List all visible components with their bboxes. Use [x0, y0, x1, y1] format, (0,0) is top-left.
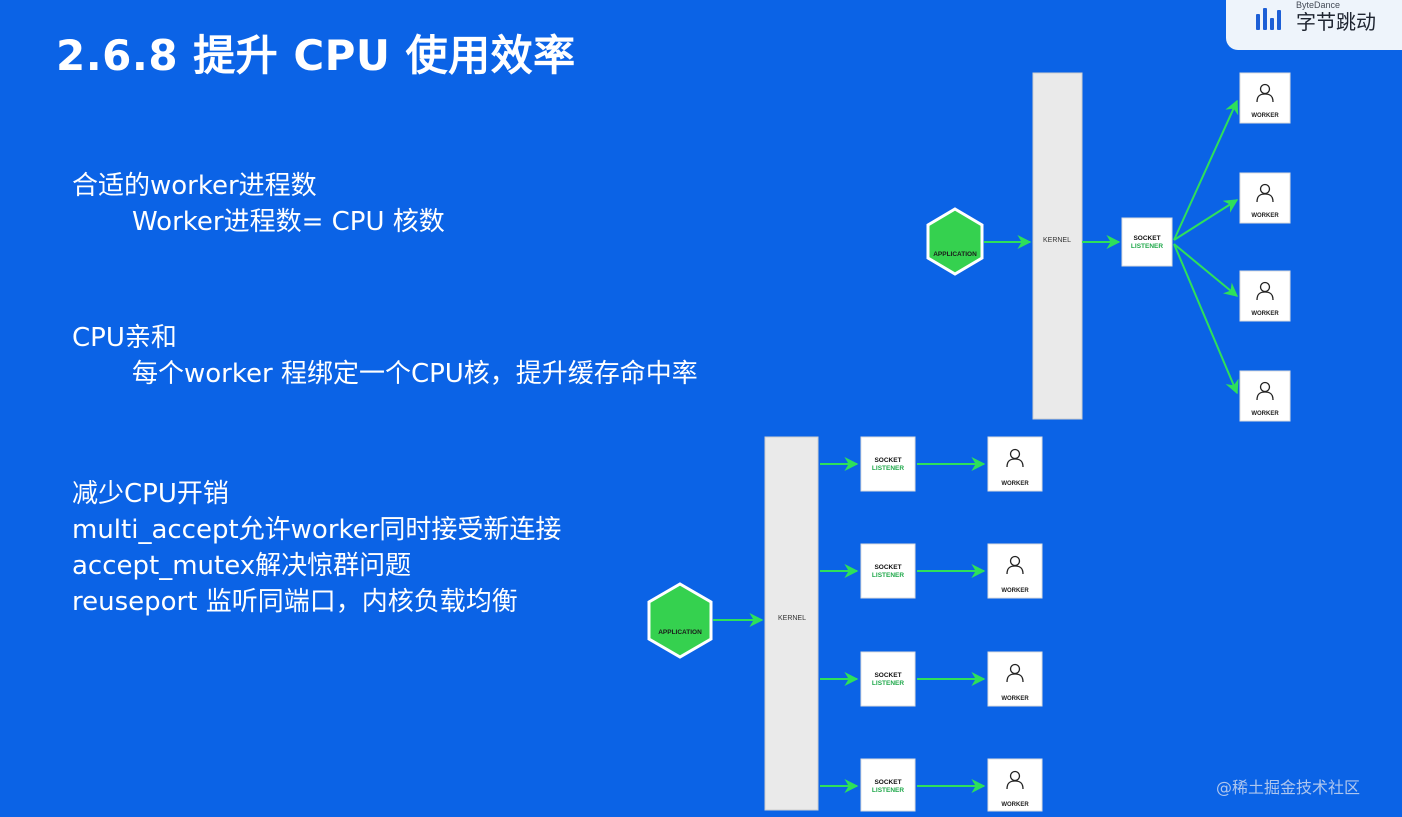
worker-count-detail: Worker进程数= CPU 核数	[132, 207, 445, 237]
socket-listener-bottom-3: SOCKET LISTENER	[860, 651, 916, 707]
listener-label-top: LISTENER	[1131, 243, 1163, 250]
worker-label: WORKER	[1251, 311, 1279, 317]
socket-listener-bottom-2: SOCKET LISTENER	[860, 543, 916, 599]
socket-label-top: SOCKET	[1133, 235, 1160, 242]
application-node-bottom: APPLICATION	[647, 582, 713, 659]
application-node-top: APPLICATION	[926, 207, 984, 276]
socket-label: SOCKET	[874, 672, 901, 679]
worker-label: WORKER	[1001, 588, 1029, 594]
accept-mutex-line: accept_mutex解决惊群问题	[72, 551, 412, 581]
worker-count-block: 合适的worker进程数 Worker进程数= CPU 核数	[72, 168, 445, 240]
worker-label: WORKER	[1251, 213, 1279, 219]
socket-label: SOCKET	[874, 779, 901, 786]
worker-bottom-3: WORKER	[987, 651, 1043, 707]
worker-label: WORKER	[1001, 696, 1029, 702]
socket-listener-top: SOCKET LISTENER	[1121, 217, 1173, 267]
worker-count-heading: 合适的worker进程数	[72, 171, 317, 201]
worker-label: WORKER	[1251, 113, 1279, 119]
logo-brand: 字节跳动	[1296, 10, 1376, 34]
socket-listener-bottom-4: SOCKET LISTENER	[860, 758, 916, 812]
worker-label: WORKER	[1251, 411, 1279, 417]
socket-label: SOCKET	[874, 564, 901, 571]
slide-title: 2.6.8 提升 CPU 使用效率	[56, 31, 576, 80]
bytedance-logo: ByteDance 字节跳动	[1226, 0, 1402, 50]
worker-bottom-4: WORKER	[987, 758, 1043, 812]
listener-label: LISTENER	[872, 787, 904, 794]
worker-label: WORKER	[1001, 802, 1029, 808]
multi-accept-line: multi_accept允许worker同时接受新连接	[72, 515, 562, 545]
cpu-affinity-heading: CPU亲和	[72, 323, 177, 353]
single-listener-diagram: APPLICATION KERNEL SOCKET LISTENER WORKE…	[926, 72, 1291, 422]
reduce-overhead-heading: 减少CPU开销	[72, 479, 229, 509]
socket-listener-bottom-1: SOCKET LISTENER	[860, 436, 916, 492]
worker-bottom-1: WORKER	[987, 436, 1043, 492]
reduce-overhead-block: 减少CPU开销 multi_accept允许worker同时接受新连接 acce…	[72, 476, 561, 620]
application-label-top: APPLICATION	[933, 251, 977, 258]
worker-top-3: WORKER	[1239, 270, 1291, 322]
cpu-affinity-detail: 每个worker 程绑定一个CPU核，提升缓存命中率	[132, 359, 698, 389]
worker-top-2: WORKER	[1239, 172, 1291, 224]
application-label-bottom: APPLICATION	[658, 629, 702, 636]
kernel-label-bottom: KERNEL	[778, 615, 806, 622]
kernel-bar-top: KERNEL	[1032, 72, 1083, 420]
listener-label: LISTENER	[872, 680, 904, 687]
watermark: @稀土掘金技术社区	[1216, 778, 1361, 797]
worker-top-1: WORKER	[1239, 72, 1291, 124]
kernel-label-top: KERNEL	[1043, 237, 1071, 244]
logo-subtitle: ByteDance	[1296, 0, 1341, 10]
cpu-affinity-block: CPU亲和 每个worker 程绑定一个CPU核，提升缓存命中率	[72, 320, 698, 392]
reuseport-diagram: APPLICATION KERNEL SOCKET LISTENER WORKE…	[647, 436, 1043, 812]
listener-label: LISTENER	[872, 572, 904, 579]
kernel-bar-bottom: KERNEL	[764, 436, 819, 811]
worker-top-4: WORKER	[1239, 370, 1291, 422]
worker-label: WORKER	[1001, 481, 1029, 487]
socket-label: SOCKET	[874, 457, 901, 464]
listener-label: LISTENER	[872, 465, 904, 472]
reuseport-line: reuseport 监听同端口，内核负载均衡	[72, 587, 518, 617]
worker-bottom-2: WORKER	[987, 543, 1043, 599]
